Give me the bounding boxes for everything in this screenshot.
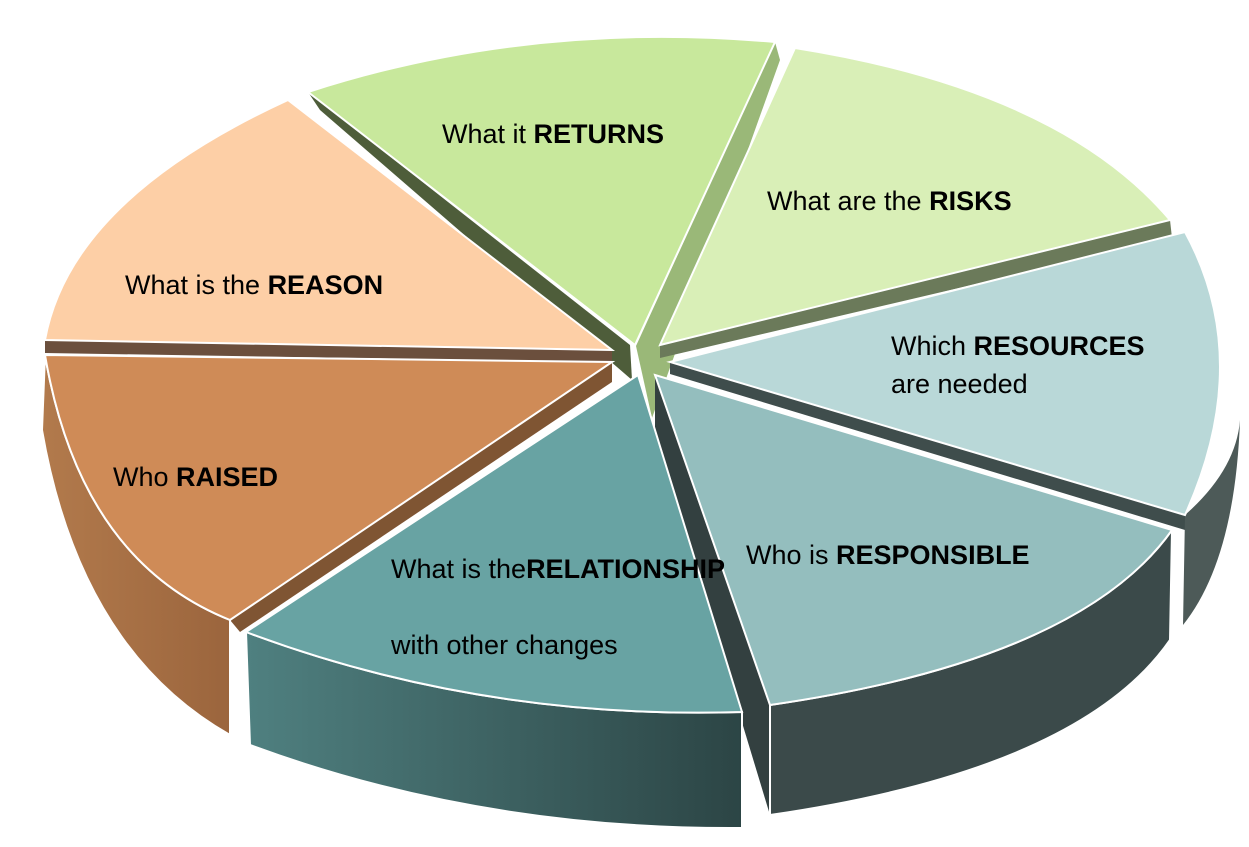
label-reason-bold: REASON [268, 270, 384, 300]
label-reason: What is the REASON [125, 270, 383, 300]
label-risks-bold: RISKS [929, 186, 1012, 216]
slice-responsible [653, 373, 1174, 707]
label-raised-bold: RAISED [176, 462, 278, 492]
slice-relationship [243, 373, 744, 714]
slice-risks [658, 46, 1172, 347]
label-responsible: Who is RESPONSIBLE [746, 540, 1030, 570]
label-resources-pre: Which [891, 331, 974, 361]
label-relationship-bold: RELATIONSHIP [526, 554, 725, 584]
label-relationship-pre: with other changes [390, 630, 618, 660]
slice-reason [43, 98, 616, 352]
slice-walls [40, 42, 1240, 830]
label-raised: Who RAISED [113, 462, 278, 492]
slice-resources [666, 230, 1221, 517]
label-raised-pre: Who [113, 462, 176, 492]
label-responsible-pre: Who is [746, 540, 836, 570]
label-resources-bold: RESOURCES [974, 331, 1145, 361]
label-returns-pre: What it [442, 119, 534, 149]
label-relationship-pre: What is the [391, 554, 526, 584]
label-resources-pre: are needed [891, 369, 1028, 399]
label-risks-pre: What are the [767, 186, 929, 216]
label-relationship: What is theRELATIONSHIP with other change… [390, 554, 725, 660]
slice-returns [305, 35, 777, 347]
label-returns-bold: RETURNS [534, 119, 665, 149]
label-risks: What are the RISKS [767, 186, 1012, 216]
label-responsible-bold: RESPONSIBLE [836, 540, 1030, 570]
label-reason-pre: What is the [125, 270, 268, 300]
label-returns: What it RETURNS [442, 119, 664, 149]
slice-raised [43, 353, 616, 622]
label-resources: Which RESOURCES are needed [891, 331, 1145, 399]
